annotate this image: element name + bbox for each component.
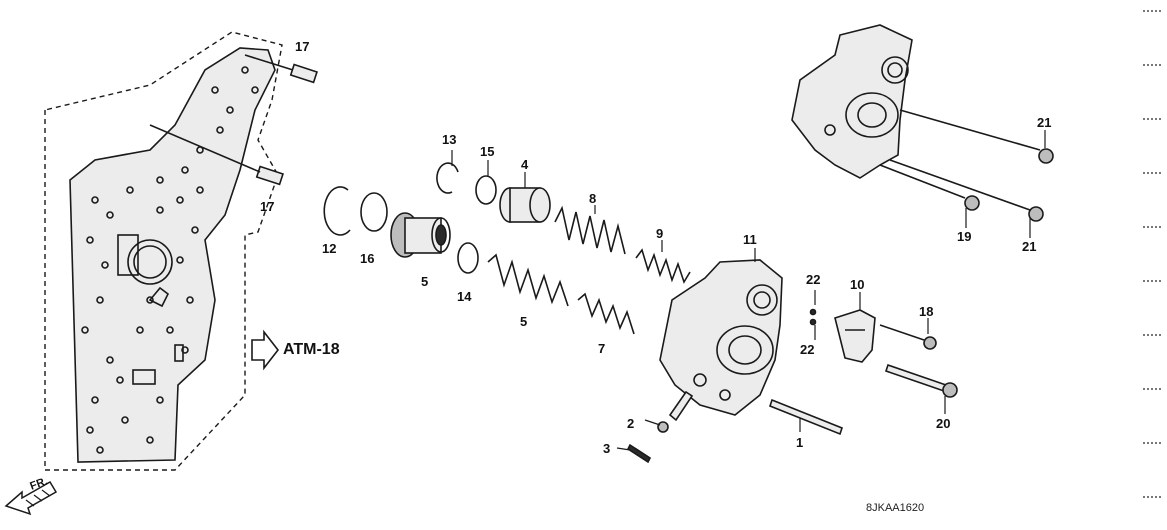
callout-20: 20 — [936, 416, 951, 431]
callout-5-lower: 5 — [520, 314, 528, 329]
callout-4: 4 — [521, 157, 529, 172]
spring-pin-3 — [626, 443, 652, 464]
o-ring-16 — [360, 192, 388, 232]
callout-18: 18 — [919, 304, 934, 319]
callout-16: 16 — [360, 251, 375, 266]
diagram-code: 8JKAA1620 — [866, 502, 925, 514]
snap-ring-12 — [323, 186, 351, 236]
callout-5-upper: 5 — [421, 274, 429, 289]
dowel-pin-upper — [244, 54, 318, 84]
callout-17-lower: 17 — [260, 199, 275, 214]
callout-14: 14 — [457, 289, 472, 304]
callout-2: 2 — [627, 416, 635, 431]
callout-12: 12 — [322, 241, 337, 256]
callout-22-upper: 22 — [806, 272, 821, 287]
o-ring-15 — [475, 175, 497, 205]
pin-1 — [769, 398, 843, 436]
callout-13: 13 — [442, 132, 457, 147]
spring-6 — [487, 253, 569, 307]
o-ring-14 — [457, 242, 479, 274]
dowel-pin-lower — [149, 124, 284, 186]
callout-22-lower: 22 — [800, 342, 815, 357]
reference-atm-18: ATM-18 — [283, 341, 340, 358]
spring-8 — [554, 205, 626, 255]
bolt-20 — [884, 363, 958, 398]
spring-9 — [635, 248, 691, 284]
bolt-21-lower — [889, 159, 1044, 222]
callout-21-upper: 21 — [1037, 115, 1052, 130]
callout-10: 10 — [850, 277, 865, 292]
right-edge-ticks — [1139, 0, 1161, 530]
bracket-10 — [834, 309, 876, 363]
sleeve-4 — [499, 187, 551, 223]
callout-19: 19 — [957, 229, 972, 244]
callout-9: 9 — [656, 226, 664, 241]
callout-leaders — [451, 130, 1046, 451]
callout-17-upper: 17 — [295, 39, 310, 54]
callout-7: 7 — [598, 341, 606, 356]
callout-15: 15 — [480, 144, 495, 159]
callout-3: 3 — [603, 441, 611, 456]
bolt-19 — [879, 164, 980, 211]
bolt-2 — [657, 390, 694, 433]
callout-1: 1 — [796, 435, 804, 450]
plate-assembly-frame — [44, 31, 283, 471]
callout-11: 11 — [743, 232, 757, 247]
spring-7 — [577, 292, 635, 335]
outline-arrow-right-icon — [251, 329, 280, 371]
hatched-arrow-down-left-icon — [4, 480, 58, 516]
separator-plate — [69, 47, 276, 463]
bolt-18 — [879, 324, 937, 350]
snap-ring-13 — [436, 162, 459, 194]
washer-22 — [809, 308, 817, 326]
callout-21-lower: 21 — [1022, 239, 1037, 254]
callout-8: 8 — [589, 191, 597, 206]
accumulator-body-11 — [659, 259, 783, 416]
bolt-21-upper — [899, 109, 1054, 164]
valve-body-upper-right — [791, 24, 913, 179]
piston-5 — [390, 212, 451, 258]
